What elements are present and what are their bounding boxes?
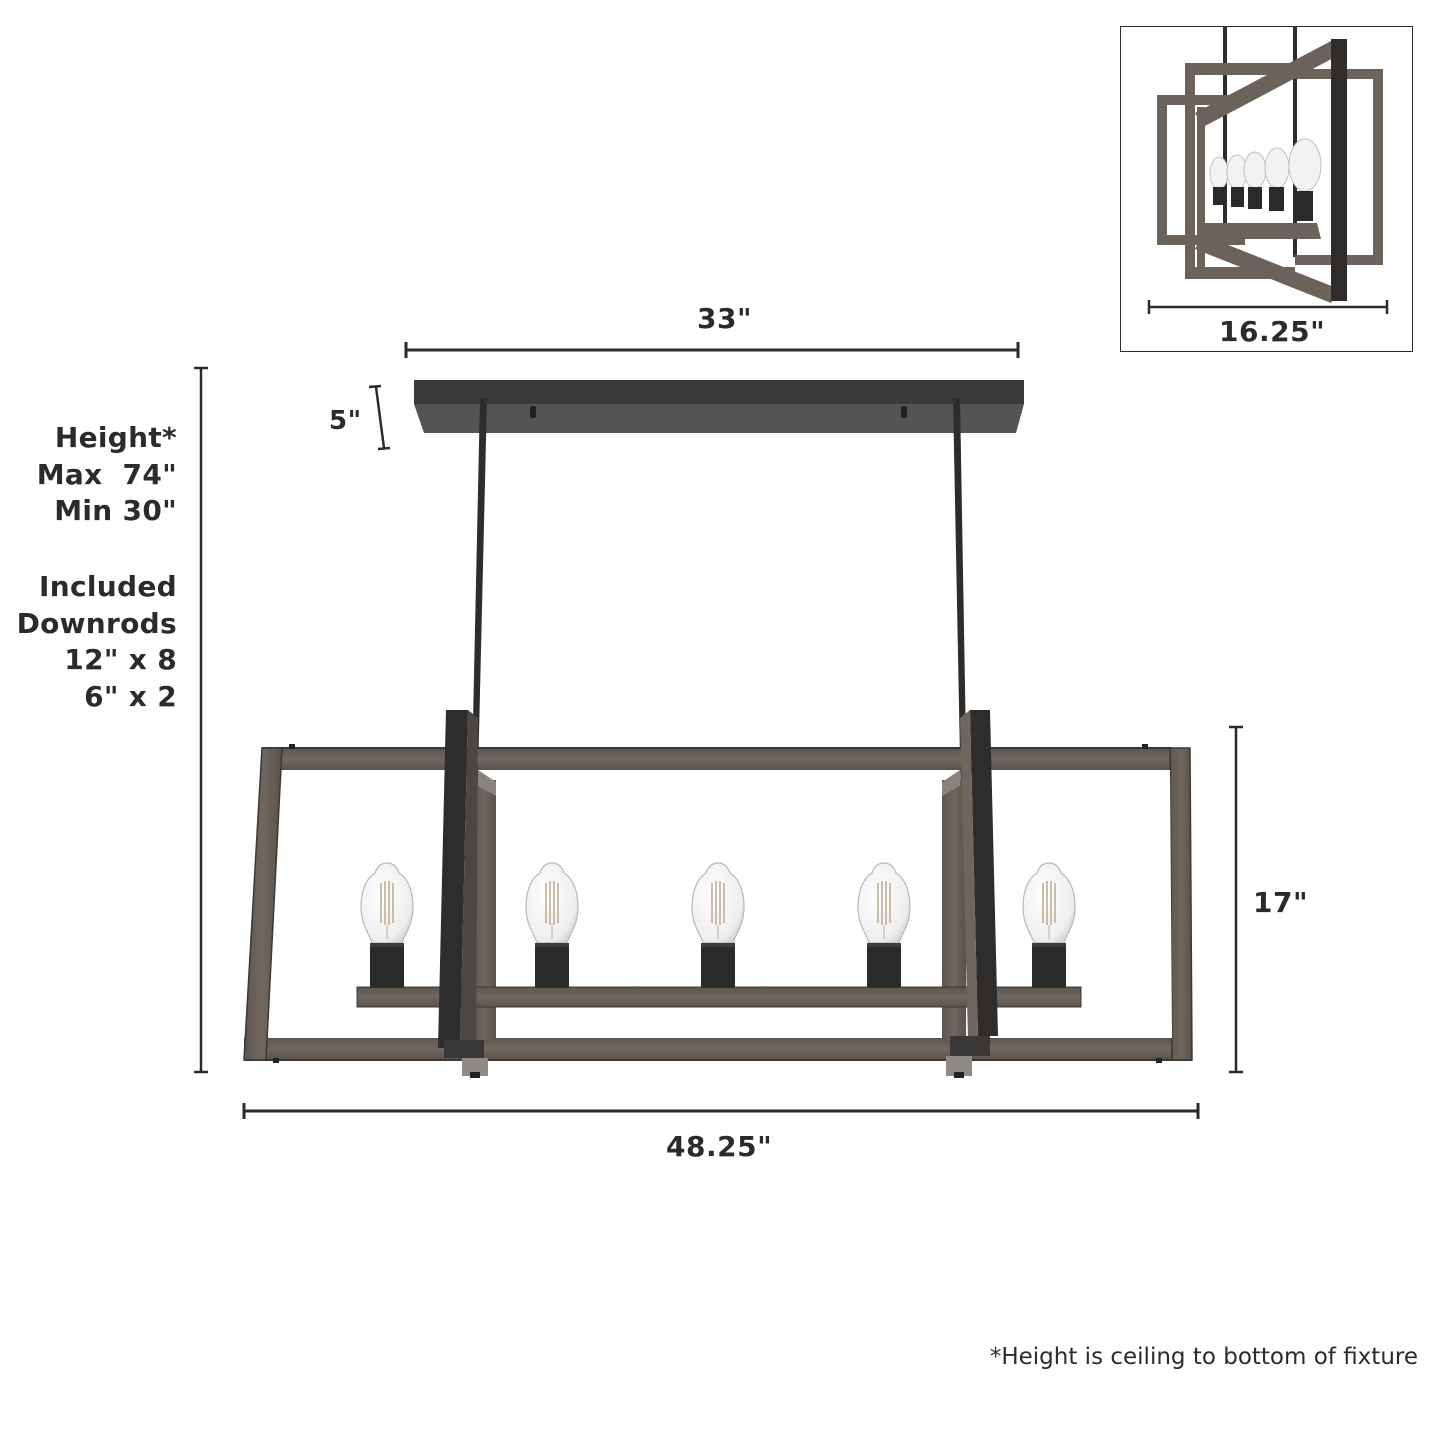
height-spec: Height* Max 74" Min 30" <box>37 420 177 530</box>
fixture-depth-label: 16.25" <box>1219 315 1326 348</box>
downrods-title-2: Downrods <box>16 606 177 640</box>
fixture-width-label: 48.25" <box>666 1130 773 1163</box>
dimension-line-33 <box>404 342 1020 358</box>
dimension-line-5 <box>368 384 391 451</box>
side-view-inset: 16.25" <box>1120 26 1413 352</box>
downrods-rod-2: 6" x 2 <box>84 679 177 713</box>
bulb-4 <box>857 862 911 989</box>
footnote: *Height is ceiling to bottom of fixture <box>989 1344 1418 1370</box>
black-straps <box>438 710 998 1078</box>
downrods-rod-1: 12" x 8 <box>64 643 177 676</box>
height-spec-min: Min 30" <box>54 494 177 527</box>
height-spec-max: Max 74" <box>36 457 177 491</box>
dimension-line-17 <box>1229 725 1243 1074</box>
canopy-height-label: 5" <box>329 406 362 436</box>
canopy <box>414 380 1024 433</box>
downrods-spec: Included Downrods 12" x 8 6" x 2 <box>17 569 177 715</box>
dimension-line-48 <box>242 1103 1200 1119</box>
downrods <box>470 398 968 860</box>
bulb-3 <box>691 862 745 989</box>
height-spec-title: Height* <box>54 421 177 454</box>
fixture-height-label: 17" <box>1253 886 1309 919</box>
bulb-2 <box>525 862 579 989</box>
side-view-drawing <box>1147 27 1389 314</box>
downrods-title-1: Included <box>39 570 177 603</box>
canopy-width-label: 33" <box>697 302 753 335</box>
dimension-line-height <box>194 366 208 1074</box>
